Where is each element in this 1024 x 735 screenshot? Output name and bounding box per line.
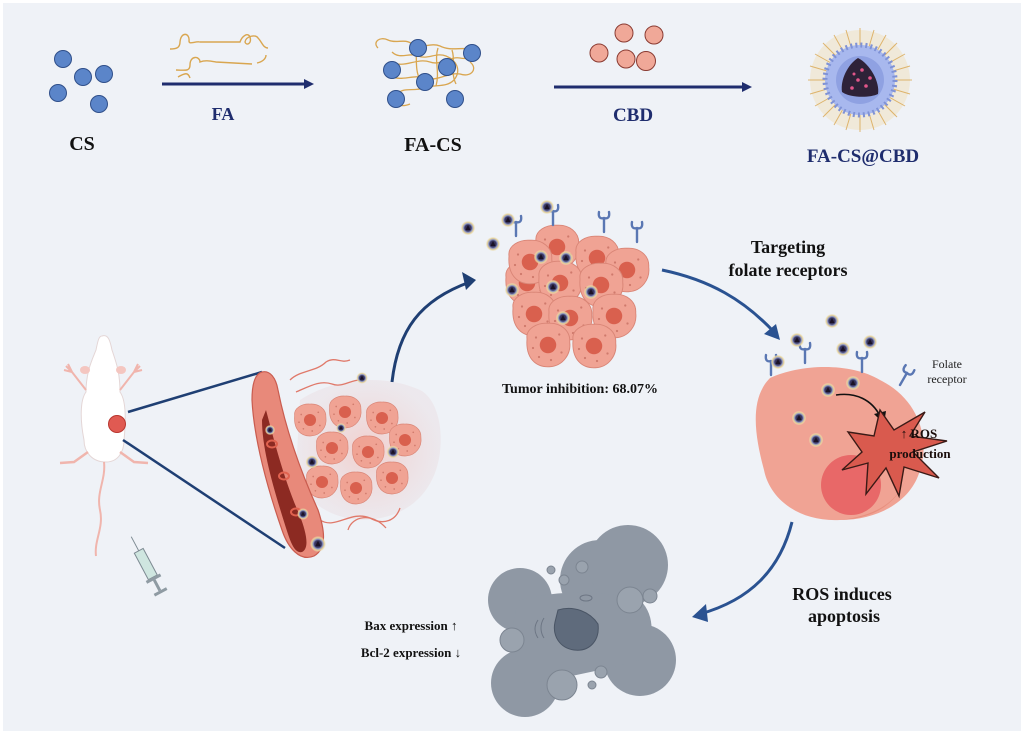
tumor-tissue-with-vessel (251, 359, 441, 558)
ros-burst (841, 408, 948, 499)
bax-expression-label: Bax expression ↑ (364, 618, 458, 633)
folate-receptor-label-line2: receptor (927, 372, 967, 386)
arrow-to-tumor-cluster (390, 280, 471, 383)
folate-receptor-label-line1: Folate (932, 357, 962, 371)
ros-induces-label-line2: apoptosis (807, 606, 881, 626)
bcl2-expression-label: Bcl-2 expression ↓ (360, 645, 462, 660)
fa-cs-cbd-label: FA-CS@CBD (806, 146, 920, 167)
fa-cs-label: FA-CS (404, 134, 462, 156)
target-cancer-cell (755, 314, 948, 521)
mouse-illustration (59, 335, 149, 557)
cbd-label: CBD (612, 105, 654, 126)
fa-label: FA (211, 104, 235, 124)
fa-cs-complex (375, 38, 481, 108)
cbd-beads (589, 23, 664, 71)
tumor-cell-cluster (461, 200, 650, 369)
ros-production-line2: production (889, 446, 951, 461)
arrow-apoptosis (699, 521, 794, 616)
fa-cs-cbd-nanoparticle (808, 28, 912, 132)
syringe-icon (130, 536, 168, 597)
apoptotic-cell (488, 525, 676, 717)
folic-acid-chains (169, 33, 269, 79)
arrow-targeting (661, 268, 776, 334)
cs-beads (49, 50, 113, 113)
ros-production-line1: ↑ ROS (900, 426, 938, 441)
ros-induces-label-line1: ROS induces (792, 584, 892, 604)
targeting-label-line1: Targeting (750, 237, 826, 257)
targeting-label-line2: folate receptors (728, 260, 848, 280)
cs-label: CS (69, 133, 95, 155)
tumor-inhibition-label: Tumor inhibition: 68.07% (502, 382, 658, 397)
